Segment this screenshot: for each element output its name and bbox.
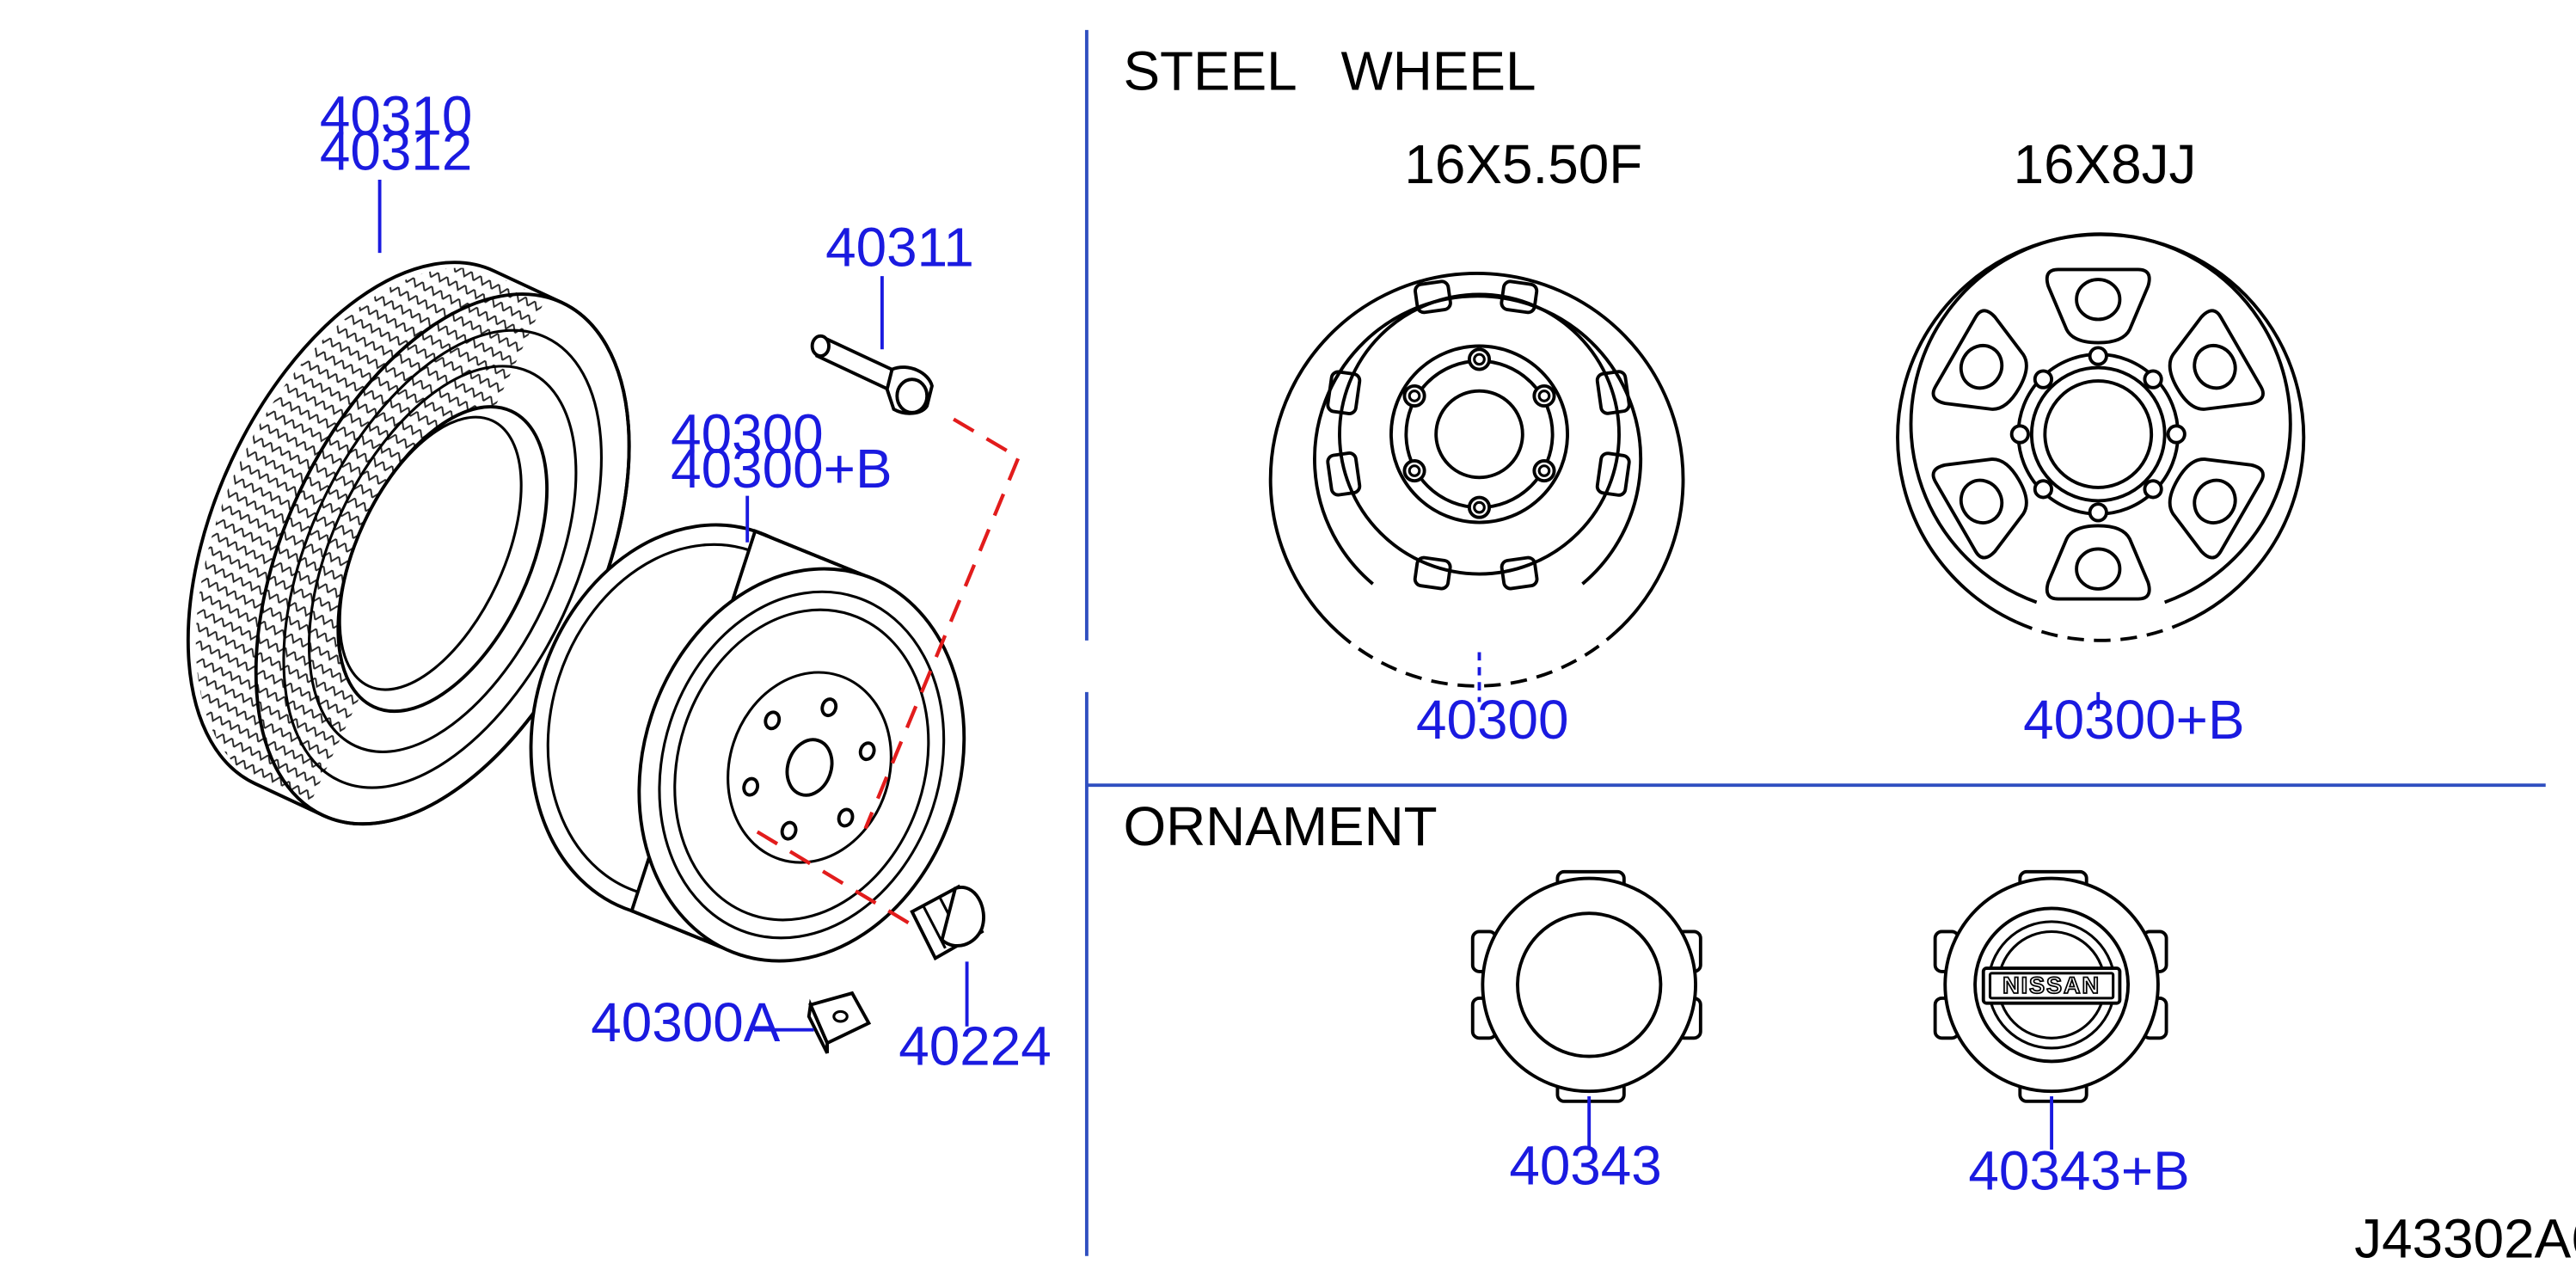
part-number-40224: 40224 — [899, 1015, 1052, 1077]
balance-weight-drawing — [807, 991, 872, 1054]
part-number-40300-b-steel: 40300+B — [2023, 689, 2244, 751]
part-number-40310: 40310 — [320, 85, 473, 147]
steel-wheel-16x5-50f-drawing — [1268, 272, 1685, 688]
diagram-id: J43302A6 — [2354, 1208, 2576, 1270]
part-number-40343-b: 40343+B — [1968, 1139, 2189, 1201]
ornament-heading: ORNAMENT — [1123, 795, 1437, 857]
part-number-40300-steel: 40300 — [1416, 689, 1569, 751]
lug-nut-fitment-line — [756, 830, 913, 927]
wheel-drawing — [529, 523, 966, 963]
lug-nut-drawing — [910, 884, 985, 961]
part-number-40343: 40343 — [1509, 1135, 1662, 1197]
tire-drawing — [186, 261, 631, 826]
part-number-40312: 40312 — [320, 120, 473, 181]
wheel-size-16x8jj: 16X8JJ — [2014, 133, 2197, 195]
wheel-size-16x5-50f: 16X5.50F — [1404, 133, 1642, 195]
valve-stem-drawing — [810, 334, 934, 415]
ornament-logo-drawing: NISSAN — [1933, 869, 2168, 1103]
part-number-40311: 40311 — [825, 217, 974, 279]
part-number-40300: 40300 — [671, 402, 824, 464]
nissan-logo-text: NISSAN — [2003, 972, 2101, 998]
ornament-plain-drawing — [1470, 869, 1702, 1103]
steel-wheel-heading: STEEL WHEEL — [1123, 40, 1536, 101]
part-number-40300a: 40300A — [591, 991, 780, 1053]
part-number-40300-b: 40300+B — [671, 438, 892, 500]
steel-wheel-16x8jj-drawing — [1896, 232, 2306, 642]
